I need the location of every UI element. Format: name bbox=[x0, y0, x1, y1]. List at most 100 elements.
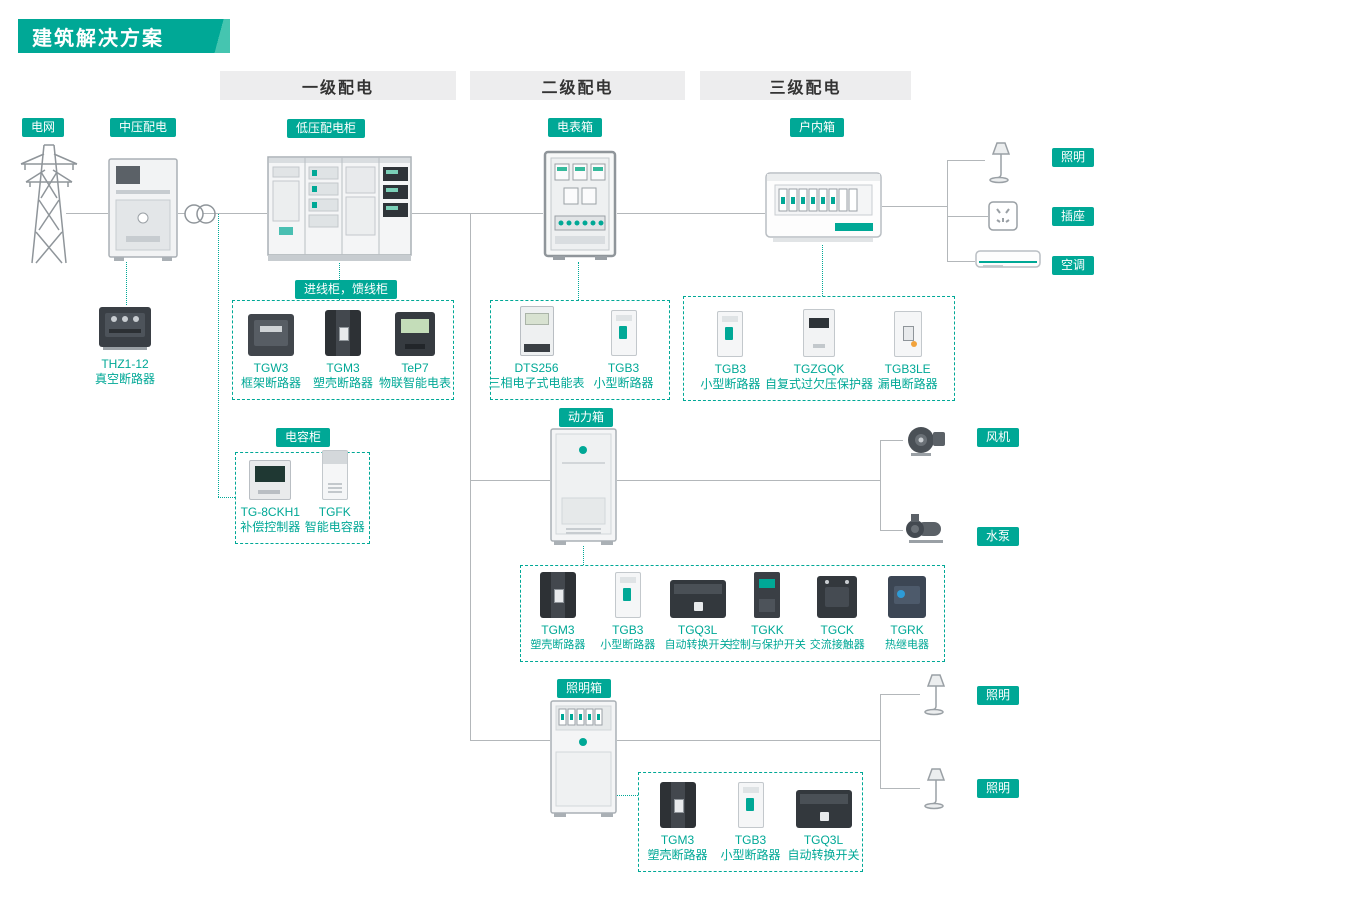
transfer-switch-image bbox=[795, 790, 852, 828]
dotted-link-lv-to-capacitor bbox=[218, 214, 219, 497]
product-dts256: DTS256 三相电子式电能表 bbox=[489, 306, 585, 391]
product-group-capacitor: TG-8CKH1 补偿控制器 TGFK 智能电容器 bbox=[235, 450, 370, 544]
product-desc: 物联智能电表 bbox=[379, 376, 452, 390]
badge-water-pump: 水泵 bbox=[977, 527, 1020, 546]
product-thz1-12: THZ1-12 真空断路器 bbox=[79, 303, 171, 387]
branch-lamp-bottom bbox=[880, 788, 920, 789]
mccb-image bbox=[539, 572, 576, 618]
wire-grid-to-mv bbox=[66, 213, 108, 214]
voltage-protector-image bbox=[803, 309, 835, 357]
page-title: 建筑解决方案 bbox=[32, 27, 164, 50]
meter-box-illustration bbox=[543, 150, 617, 260]
branch-air-conditioner bbox=[947, 261, 975, 262]
product-name: TGB3 bbox=[612, 623, 644, 637]
product-name: TGQ3L bbox=[803, 833, 844, 847]
dotted-link-indoorbox-group bbox=[822, 245, 823, 296]
product-tgb3: TGB3 小型断路器 bbox=[580, 309, 667, 391]
product-desc: 控制与保护开关 bbox=[728, 639, 806, 651]
product-name: THZ1-12 bbox=[101, 357, 149, 371]
wire-meterbox-to-indoorbox bbox=[617, 213, 765, 214]
branch-lighting-top bbox=[947, 160, 985, 161]
branch-power-box bbox=[470, 480, 550, 481]
product-name: TGB3 bbox=[714, 362, 746, 376]
dotted-link-meterbox-group bbox=[578, 262, 579, 300]
header-primary-distribution: 一级配电 bbox=[220, 71, 456, 100]
product-name: TGM3 bbox=[326, 361, 360, 375]
product-name: TGRK bbox=[890, 623, 924, 637]
lv-switchgear-illustration bbox=[267, 156, 412, 261]
frame-breaker-image bbox=[248, 314, 294, 356]
badge-indoor-box: 户内箱 bbox=[790, 118, 845, 137]
product-group-meter-box: DTS256 三相电子式电能表 TGB3 小型断路器 bbox=[489, 300, 670, 400]
product-tgm3: TGM3 塑壳断路器 bbox=[523, 572, 593, 653]
product-tgkk: TGKK 控制与保护开关 bbox=[729, 572, 806, 653]
badge-lighting-top: 照明 bbox=[1052, 148, 1095, 167]
product-desc: 自动转换开关 bbox=[787, 848, 860, 862]
badge-grid: 电网 bbox=[22, 118, 65, 137]
fan-icon bbox=[908, 427, 945, 456]
badge-capacitor-cabinet: 电容柜 bbox=[276, 428, 331, 447]
product-tgb3: TGB3 小型断路器 bbox=[593, 572, 663, 653]
wire-powerbox-out bbox=[617, 480, 880, 481]
product-desc: 交流接触器 bbox=[809, 639, 865, 651]
branch-lamp-mid bbox=[880, 694, 920, 695]
riser-main-drop bbox=[470, 213, 471, 740]
thermal-relay-image bbox=[888, 576, 927, 618]
wire-mv-to-lv bbox=[178, 213, 267, 214]
product-tgb3: TGB3 小型断路器 bbox=[686, 305, 775, 392]
riser-lamps bbox=[880, 694, 881, 788]
riser-indoor-loads bbox=[947, 160, 948, 261]
branch-pump bbox=[880, 530, 903, 531]
compensation-controller-image bbox=[249, 460, 292, 500]
mv-cabinet-illustration bbox=[108, 158, 178, 261]
product-tgm3: TGM3 塑壳断路器 bbox=[641, 781, 714, 863]
badge-incoming-feeder: 进线柜，馈线柜 bbox=[295, 280, 398, 299]
indoor-box-illustration bbox=[765, 172, 882, 242]
product-desc: 智能电容器 bbox=[304, 520, 365, 534]
product-name: TGM3 bbox=[541, 623, 575, 637]
mcb-image bbox=[717, 311, 744, 357]
mcb-image bbox=[737, 782, 764, 828]
product-name: TGB3 bbox=[734, 833, 767, 847]
product-name: TGCK bbox=[820, 623, 854, 637]
mccb-image bbox=[659, 782, 696, 828]
dotted-link-lightingbox-group bbox=[617, 795, 638, 796]
control-protection-switch-image bbox=[754, 572, 781, 618]
energy-meter-image bbox=[519, 306, 554, 356]
product-tgw3: TGW3 框架断路器 bbox=[235, 309, 307, 391]
page-title-ribbon: 建筑解决方案 bbox=[18, 19, 230, 53]
product-desc: 框架断路器 bbox=[240, 376, 301, 390]
water-pump-icon bbox=[906, 514, 943, 543]
vacuum-breaker-image bbox=[99, 307, 151, 350]
product-name: TeP7 bbox=[401, 361, 429, 375]
product-name: TGW3 bbox=[253, 361, 289, 375]
product-tgrk: TGRK 热继电器 bbox=[872, 574, 942, 653]
badge-fan: 风机 bbox=[977, 428, 1020, 447]
product-name: TGQ3L bbox=[677, 623, 718, 637]
product-desc: 三相电子式电能表 bbox=[488, 376, 585, 390]
socket-icon bbox=[988, 201, 1018, 231]
product-desc: 小型断路器 bbox=[700, 377, 761, 391]
header-tertiary-distribution: 三级配电 bbox=[700, 71, 911, 100]
header-secondary-distribution: 二级配电 bbox=[470, 71, 685, 100]
rcbo-image bbox=[893, 311, 922, 357]
product-desc: 塑壳断路器 bbox=[530, 639, 586, 651]
product-name: TGFK bbox=[318, 505, 351, 519]
product-desc: 塑壳断路器 bbox=[647, 848, 708, 862]
product-desc: 小型断路器 bbox=[593, 376, 654, 390]
lamp-icon bbox=[924, 674, 946, 716]
product-name: TGB3 bbox=[607, 361, 640, 375]
dotted-link-powerbox-group bbox=[583, 546, 584, 565]
lighting-cabinet-illustration bbox=[550, 700, 617, 817]
product-desc: 真空断路器 bbox=[94, 372, 155, 386]
product-tgq3l: TGQ3L 自动转换开关 bbox=[787, 781, 860, 863]
badge-socket: 插座 bbox=[1052, 207, 1095, 226]
product-tep7: TeP7 物联智能电表 bbox=[379, 309, 451, 391]
riser-fan-pump bbox=[880, 440, 881, 530]
product-tgb3: TGB3 小型断路器 bbox=[714, 781, 787, 863]
mcb-image bbox=[610, 310, 637, 356]
product-name: TGKK bbox=[751, 623, 784, 637]
product-desc: 漏电断路器 bbox=[877, 377, 938, 391]
product-desc: 小型断路器 bbox=[600, 639, 656, 651]
product-name: TGM3 bbox=[660, 833, 695, 847]
